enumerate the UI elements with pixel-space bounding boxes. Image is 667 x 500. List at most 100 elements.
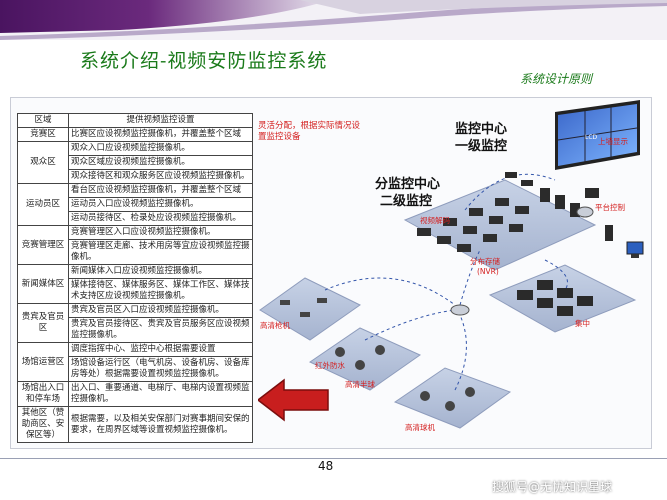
- server-box: [537, 280, 553, 290]
- platform-ir: [308, 327, 422, 391]
- level2-title: 分监控中心: [375, 176, 440, 192]
- setting-cell: 媒体接待区、媒体服务区、媒体工作区、媒体技术支持区应设视频监控摄像机。: [68, 278, 253, 304]
- table-row: 场馆设备运行区（电气机房、设备机房、设备库房等处）根据需要设置视频监控摄像机。: [18, 356, 253, 382]
- setting-cell: 场馆设备运行区（电气机房、设备机房、设备库房等处）根据需要设置视频监控摄像机。: [68, 356, 253, 382]
- setting-cell: 调度指挥中心、监控中心根据需要设置: [68, 342, 253, 357]
- watermark-text: 搜狐号@无忧知识星球: [492, 480, 613, 494]
- setting-cell: 竞赛管理区入口应设视频监控摄像机。: [68, 225, 253, 240]
- server-box: [557, 306, 573, 316]
- decoder-label: 视频解码: [420, 215, 450, 225]
- device-box: [483, 234, 497, 242]
- camera-icon: [335, 347, 345, 357]
- device-box: [417, 228, 431, 236]
- table-row: 场馆运营区 调度指挥中心、监控中心根据需要设置: [17, 342, 253, 382]
- zone-cell: 运动员区: [17, 183, 69, 226]
- device-box: [489, 216, 503, 224]
- slide-title: 系统介绍-视频安防监控系统: [80, 50, 328, 72]
- server-box: [517, 290, 533, 300]
- setting-cell: 出入口、重要通道、电梯厅、电梯内设置视频监控摄像机。: [68, 381, 253, 407]
- platform-gun: [259, 277, 361, 341]
- switch-icon: [450, 304, 470, 316]
- zone-cell: 竞赛区: [17, 127, 69, 142]
- device-box: [437, 236, 451, 244]
- cameras: [280, 298, 475, 411]
- setting-cell: 贵宾及官员接待区、贵宾及官员服务区应设视频监控摄像机。: [68, 317, 253, 343]
- platform-dome: [393, 367, 512, 429]
- cluster-label: 集中: [575, 318, 590, 328]
- footer-divider: [0, 458, 667, 459]
- table-row: 竞赛管理区 竞赛管理区入口应设视频监控摄像机。: [17, 225, 253, 265]
- camera-icon: [420, 391, 430, 401]
- table-row: 贵宾及官员区 贵宾及官员区入口应设视频监控摄像机。: [17, 303, 253, 343]
- zone-cell: 竞赛管理区: [17, 225, 69, 265]
- slide-subtitle: 系统设计原则: [520, 72, 593, 86]
- device-box: [555, 195, 565, 209]
- server-box: [577, 296, 593, 306]
- table-row: 竞赛区 比赛区应设视频监控摄像机，并覆盖整个区域: [17, 127, 253, 142]
- device-box: [515, 206, 529, 214]
- device-box: [495, 198, 509, 206]
- camera-icon: [280, 300, 290, 305]
- camera-icon: [317, 298, 327, 303]
- setting-cell: 比赛区应设视频监控摄像机，并覆盖整个区域: [68, 127, 253, 142]
- red-arrow-icon: [258, 378, 329, 422]
- camera-icon: [300, 312, 310, 317]
- table-row: 场馆出入口和停车场 出入口、重要通道、电梯厅、电梯内设置视频监控摄像机。: [17, 381, 253, 407]
- setting-cell: 根据需要，以及相关安保部门对赛事期间安保的要求，在周界区域等设置视频监控摄像机。: [68, 406, 253, 443]
- hd-gun-label: 高清枪机: [260, 320, 290, 330]
- device-box: [521, 180, 533, 186]
- device-box: [469, 208, 483, 216]
- network-diagram: LCD: [259, 100, 644, 432]
- storage-sub-label: (NVR): [477, 267, 499, 276]
- level1-title: 监控中心: [455, 121, 507, 137]
- lcd-wall: LCD: [555, 100, 640, 170]
- cluster-servers: [517, 280, 593, 316]
- ir-label: 红外防水: [315, 360, 345, 370]
- lcd-label: LCD: [585, 134, 598, 141]
- server-box: [537, 298, 553, 308]
- table-header-row: 区域 提供视频监控设置: [17, 113, 253, 128]
- setting-cell: 观众入口应设视频监控摄像机。: [68, 141, 253, 156]
- device-box: [540, 188, 550, 202]
- platform-label: 平台控制: [595, 202, 625, 212]
- zones-table: 区域 提供视频监控设置 竞赛区 比赛区应设视频监控摄像机，并覆盖整个区域 观众区…: [17, 113, 253, 443]
- switch-hubs: [450, 206, 594, 316]
- page-number: 48: [318, 459, 334, 473]
- storage-label: 分布存储: [470, 256, 500, 266]
- zone-cell: 观众区: [17, 141, 69, 184]
- center-devices: [505, 172, 613, 241]
- wall-display-label: 上墙显示: [598, 136, 628, 146]
- setting-cell: 运动员接待区、检录处应设视频监控摄像机。: [68, 211, 253, 226]
- setting-cell: 观众区域应设视频监控摄像机。: [68, 155, 253, 170]
- allocation-note: 灵活分配，根据实际情况设置监控设备: [258, 121, 361, 142]
- zone-cell: 其他区（赞助商区、安保区等）: [17, 406, 69, 443]
- device-box: [570, 203, 580, 217]
- setting-cell: 贵宾及官员区入口应设视频监控摄像机。: [68, 303, 253, 318]
- link-dome-hub: [454, 314, 467, 391]
- link-gun-hub: [324, 277, 456, 306]
- link-hub-center: [459, 249, 481, 306]
- device-box: [585, 188, 599, 198]
- table-header-zone: 区域: [17, 113, 69, 128]
- link-center-cluster: [544, 259, 568, 291]
- device-box: [463, 226, 477, 234]
- setting-cell: 运动员入口应设视频监控摄像机。: [68, 197, 253, 212]
- setting-cell: 观众接待区和观众服务区应设视频监控摄像机。: [68, 169, 253, 184]
- device-box: [457, 244, 471, 252]
- link-ir-hub: [364, 309, 456, 341]
- device-box: [505, 172, 517, 178]
- camera-icon: [375, 345, 385, 355]
- server-box: [557, 288, 573, 298]
- level2-subtitle: 二级监控: [380, 193, 432, 209]
- table-row: 运动员区 看台区应设视频监控摄像机，并覆盖整个区域: [17, 183, 253, 226]
- device-box: [605, 225, 613, 241]
- switch-icon: [576, 206, 594, 218]
- device-box: [443, 218, 457, 226]
- table-row: 贵宾及官员接待区、贵宾及官员服务区应设视频监控摄像机。: [18, 317, 253, 343]
- table-row: 新闻媒体区 新闻媒体入口应设视频监控摄像机。: [17, 264, 253, 304]
- zone-cell: 贵宾及官员区: [17, 303, 69, 343]
- level1-subtitle: 一级监控: [455, 138, 507, 154]
- table-row: 观众区 观众入口应设视频监控摄像机。: [17, 141, 253, 184]
- desktop-terminal: [626, 241, 644, 258]
- hd-dome-label: 高清球机: [405, 422, 435, 432]
